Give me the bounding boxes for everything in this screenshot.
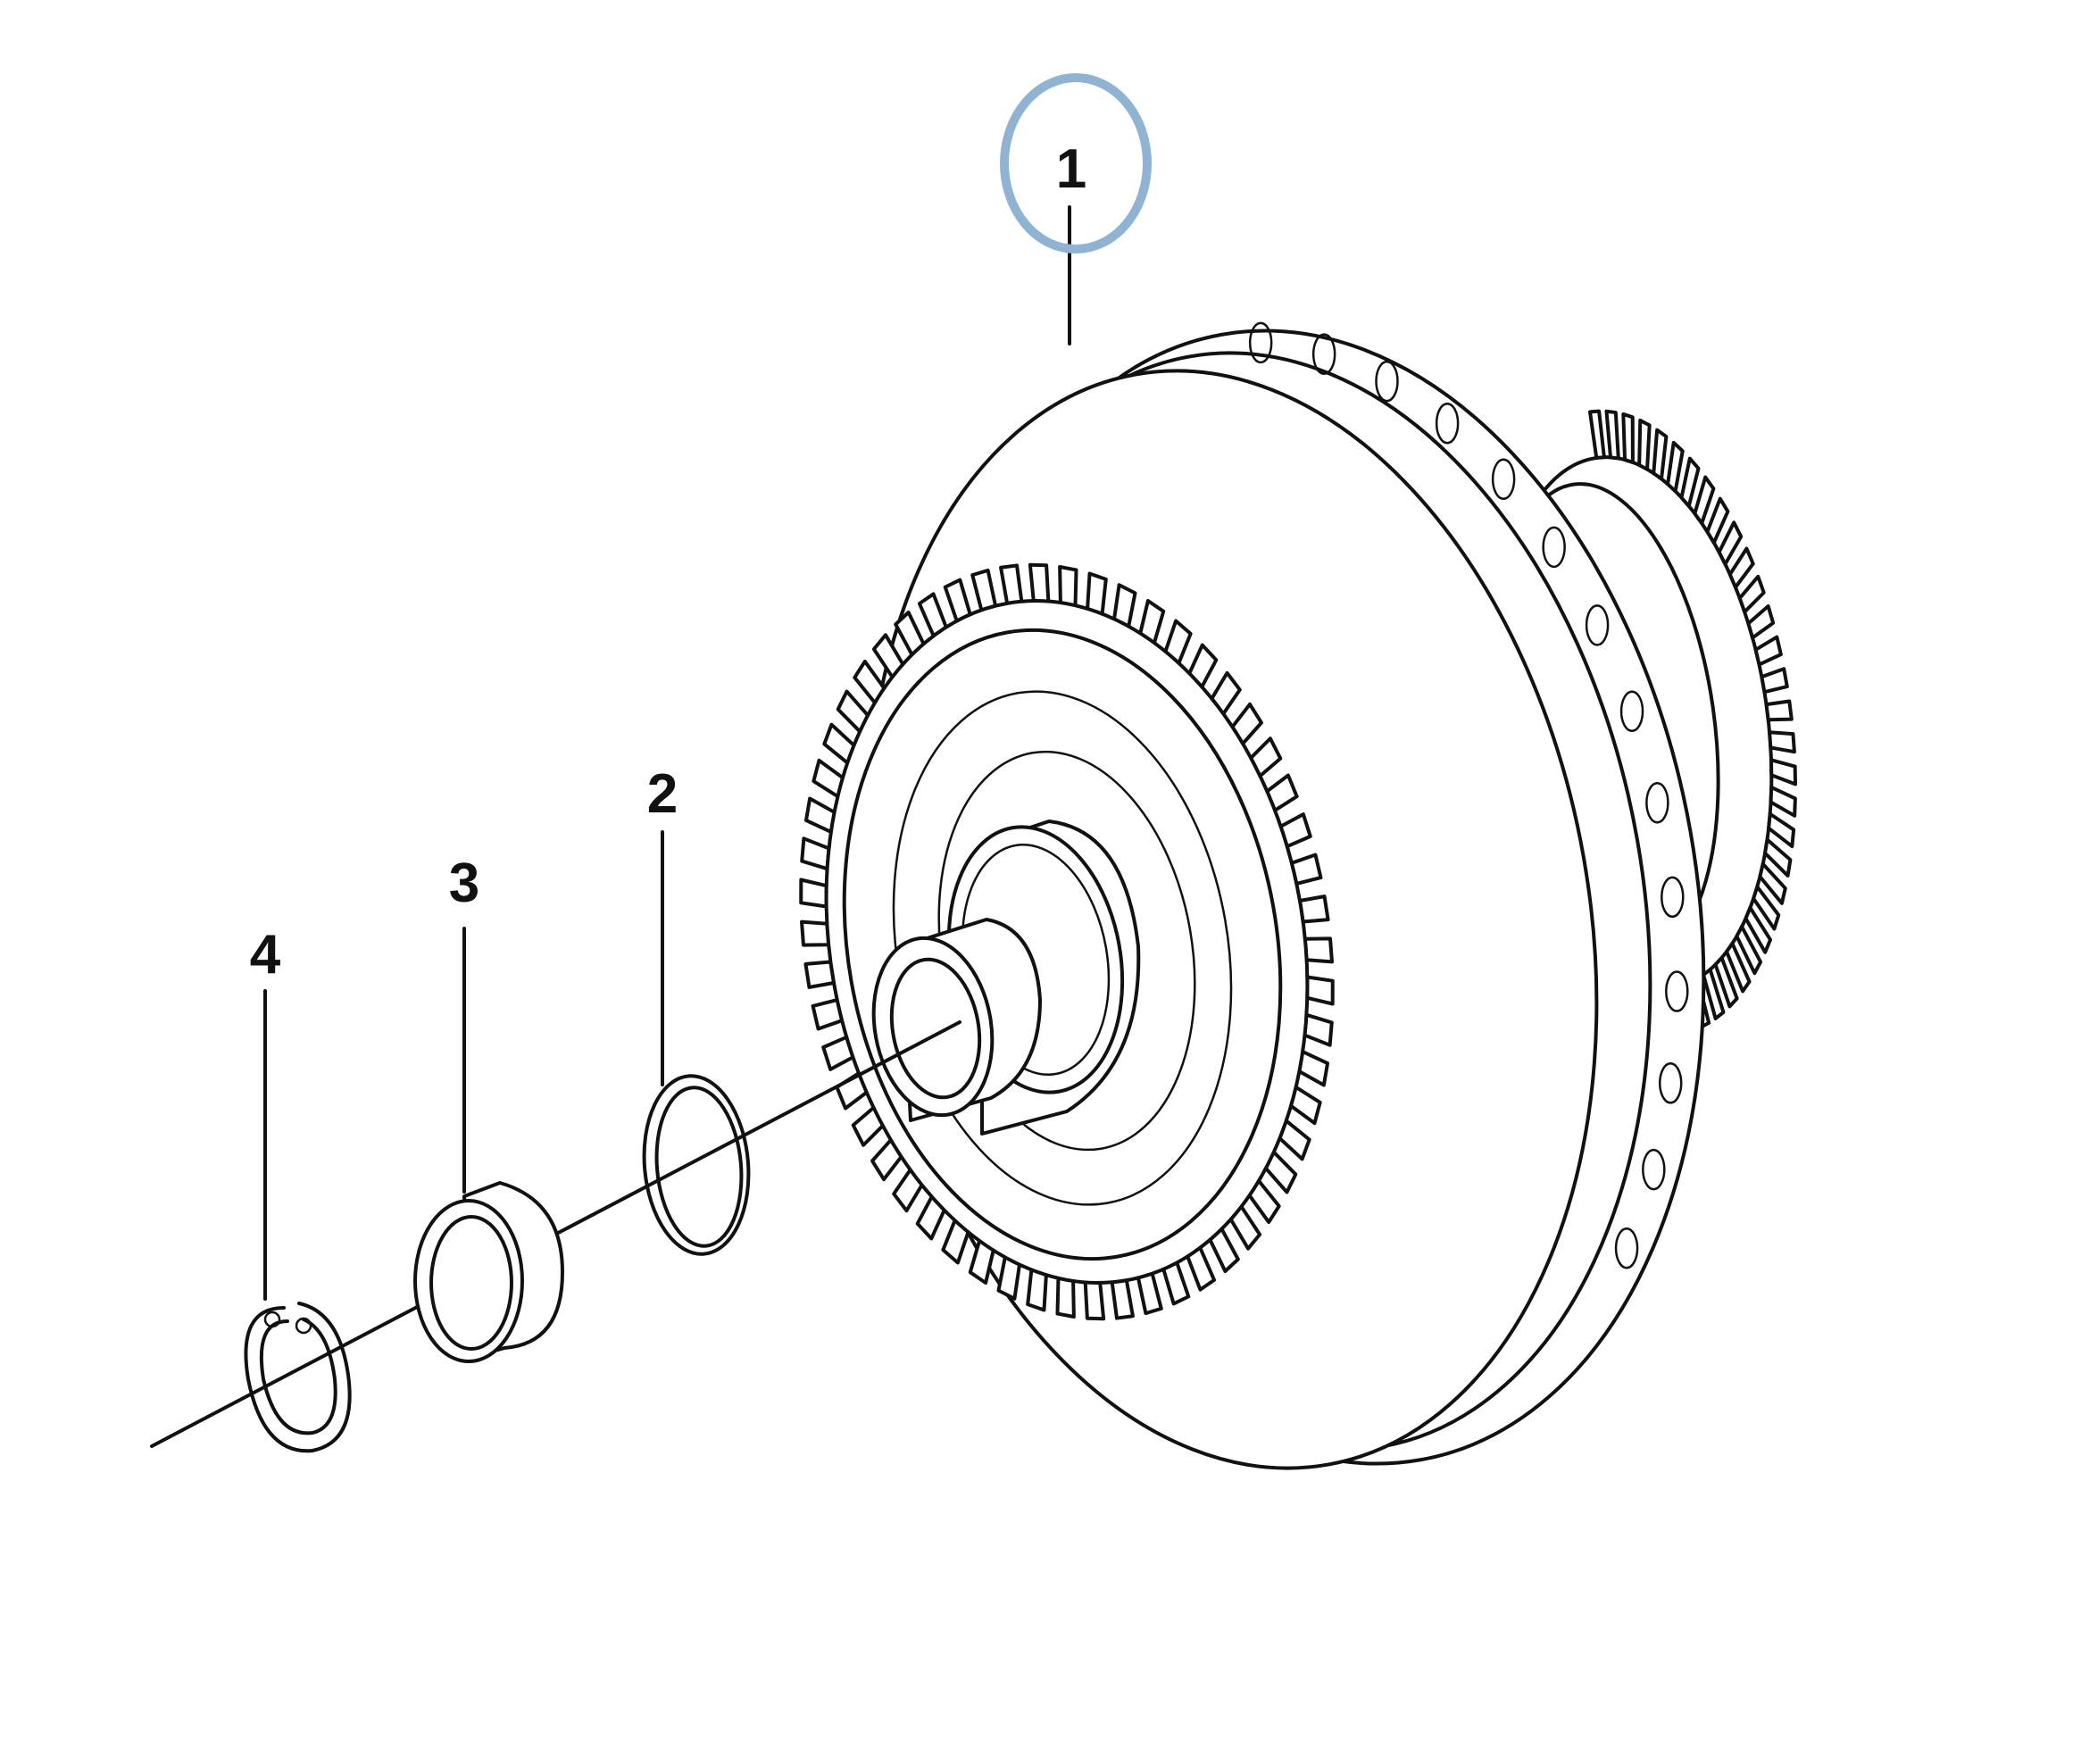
gear-tooth (1305, 975, 1335, 1006)
gear-tooth (799, 878, 828, 909)
gear-tooth (1621, 412, 1635, 464)
gear-tooth (1727, 546, 1755, 589)
gear-tooth (1763, 837, 1793, 878)
gear-tooth (1303, 936, 1334, 964)
rim-slot (1491, 458, 1516, 500)
gear-tooth (1752, 885, 1781, 931)
gear-tooth (1769, 758, 1798, 786)
gear-tooth (1725, 941, 1752, 994)
callout-2[interactable]: 2 (647, 763, 678, 825)
gear-tooth (1679, 456, 1701, 508)
gear-tooth (1652, 428, 1669, 481)
gear-tooth (1767, 811, 1796, 849)
gear-tooth (800, 919, 831, 947)
gear-tooth (1083, 1280, 1106, 1321)
rim-slot (1435, 402, 1460, 445)
rim-slot (1614, 1227, 1639, 1269)
gear-tooth (1693, 475, 1716, 526)
rim-slot (1661, 876, 1685, 919)
rim-slot (1642, 1148, 1666, 1191)
o-ring[interactable] (637, 830, 756, 1259)
gear-tooth (1760, 667, 1789, 695)
callout-1-group[interactable]: 1 (1000, 73, 1152, 254)
gear-tooth (1769, 785, 1797, 818)
rim-slot (1665, 970, 1689, 1012)
rim-slot (1645, 781, 1669, 824)
gear-tooth (1058, 564, 1078, 608)
rim-slot (1585, 604, 1610, 646)
gear-tooth (1666, 440, 1685, 494)
gear-tooth (1758, 861, 1787, 905)
center-hub (871, 820, 1141, 1136)
gear-tooth (1717, 520, 1744, 566)
callout-3[interactable]: 3 (449, 853, 479, 914)
gear-tooth (1028, 562, 1051, 603)
rim-slot (1375, 360, 1399, 403)
gear-tooth (1637, 418, 1652, 471)
gear-tooth (1055, 1276, 1076, 1319)
rim-slot (1658, 1062, 1683, 1104)
gear-tooth (1746, 603, 1776, 640)
rim-slot (1311, 333, 1336, 375)
rim-slot (1542, 526, 1566, 569)
gear-tooth (1705, 496, 1730, 545)
gear-tooth (1768, 730, 1796, 754)
gear-tooth (1753, 635, 1783, 667)
circlip[interactable] (244, 989, 352, 1453)
gear-tooth (1713, 955, 1739, 1009)
gear-tooth (800, 836, 831, 871)
rim-slot (1248, 321, 1273, 364)
callout-4[interactable]: 4 (250, 924, 281, 986)
gear-tooth (1604, 409, 1620, 461)
gear-tooth (1702, 968, 1726, 1020)
callout-1: 1 (1056, 138, 1086, 200)
gear-tooth (1737, 574, 1766, 614)
gear-tooth (1764, 699, 1794, 722)
callout-1-highlight-circle (1000, 73, 1152, 254)
rim-slot (1619, 690, 1644, 733)
bushing[interactable] (413, 927, 564, 1363)
gear-tooth (1744, 905, 1773, 954)
gear-hub-assembly[interactable] (774, 205, 1803, 1527)
gear-tooth (1588, 409, 1606, 460)
gear-tooth (1735, 925, 1763, 976)
